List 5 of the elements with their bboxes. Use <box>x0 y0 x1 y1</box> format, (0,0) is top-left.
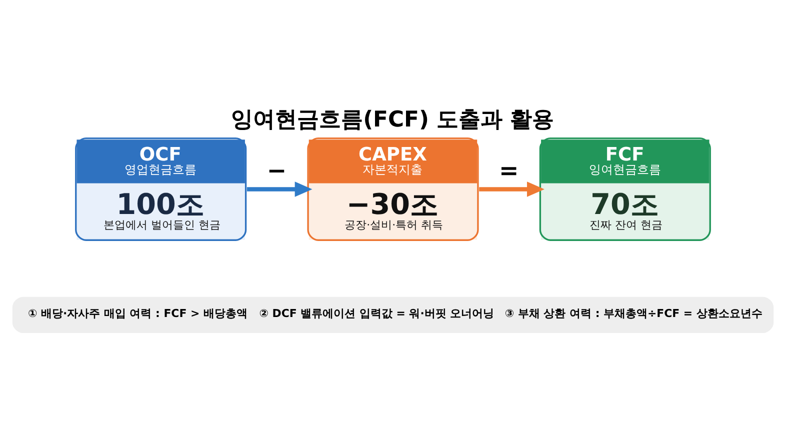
diagram-title: 잉여현금흐름(FCF) 도출과 활용 <box>231 107 554 132</box>
edge-label: = <box>498 156 519 185</box>
arrow <box>246 182 312 197</box>
edge-label: − <box>266 156 287 185</box>
arrow <box>479 182 544 197</box>
